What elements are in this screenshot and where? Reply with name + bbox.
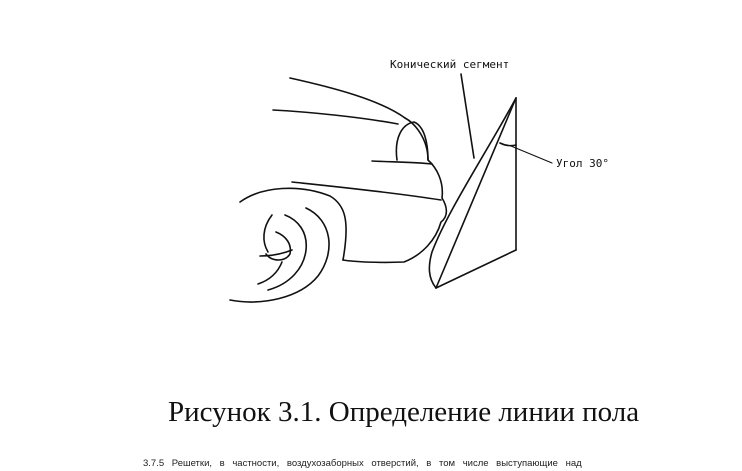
paragraph-fragment: 3.7.5 Решетки, в частности, воздухозабор…	[143, 458, 582, 469]
tyre-outer	[229, 207, 330, 303]
wheel-hub	[265, 231, 292, 261]
wheel-spoke-middle	[259, 249, 293, 257]
cone-segment-front-edge	[428, 97, 517, 289]
cone-segment-diagonal	[435, 97, 517, 289]
bumper-upper-line	[291, 181, 442, 201]
angle-leader-line	[510, 145, 553, 164]
figure-caption: Рисунок 3.1. Определение линии пола	[168, 396, 640, 428]
label-angle-30: Угол 30°	[556, 157, 609, 170]
segment-leader-line	[460, 73, 475, 159]
wheel-spoke-lower	[257, 261, 283, 285]
wheel-spoke-upper	[263, 214, 273, 253]
car-hood-line	[289, 77, 406, 119]
car-body-top-line	[272, 109, 399, 125]
headlamp-lower-line	[371, 160, 433, 165]
tyre-inner	[267, 214, 308, 291]
label-conical-segment: Конический сегмент	[390, 58, 509, 71]
headlamp-outline	[395, 121, 429, 161]
car-front-profile	[342, 117, 448, 264]
angle-arc	[499, 142, 517, 147]
cone-segment-base	[435, 249, 517, 289]
wheel-arch	[239, 187, 347, 261]
